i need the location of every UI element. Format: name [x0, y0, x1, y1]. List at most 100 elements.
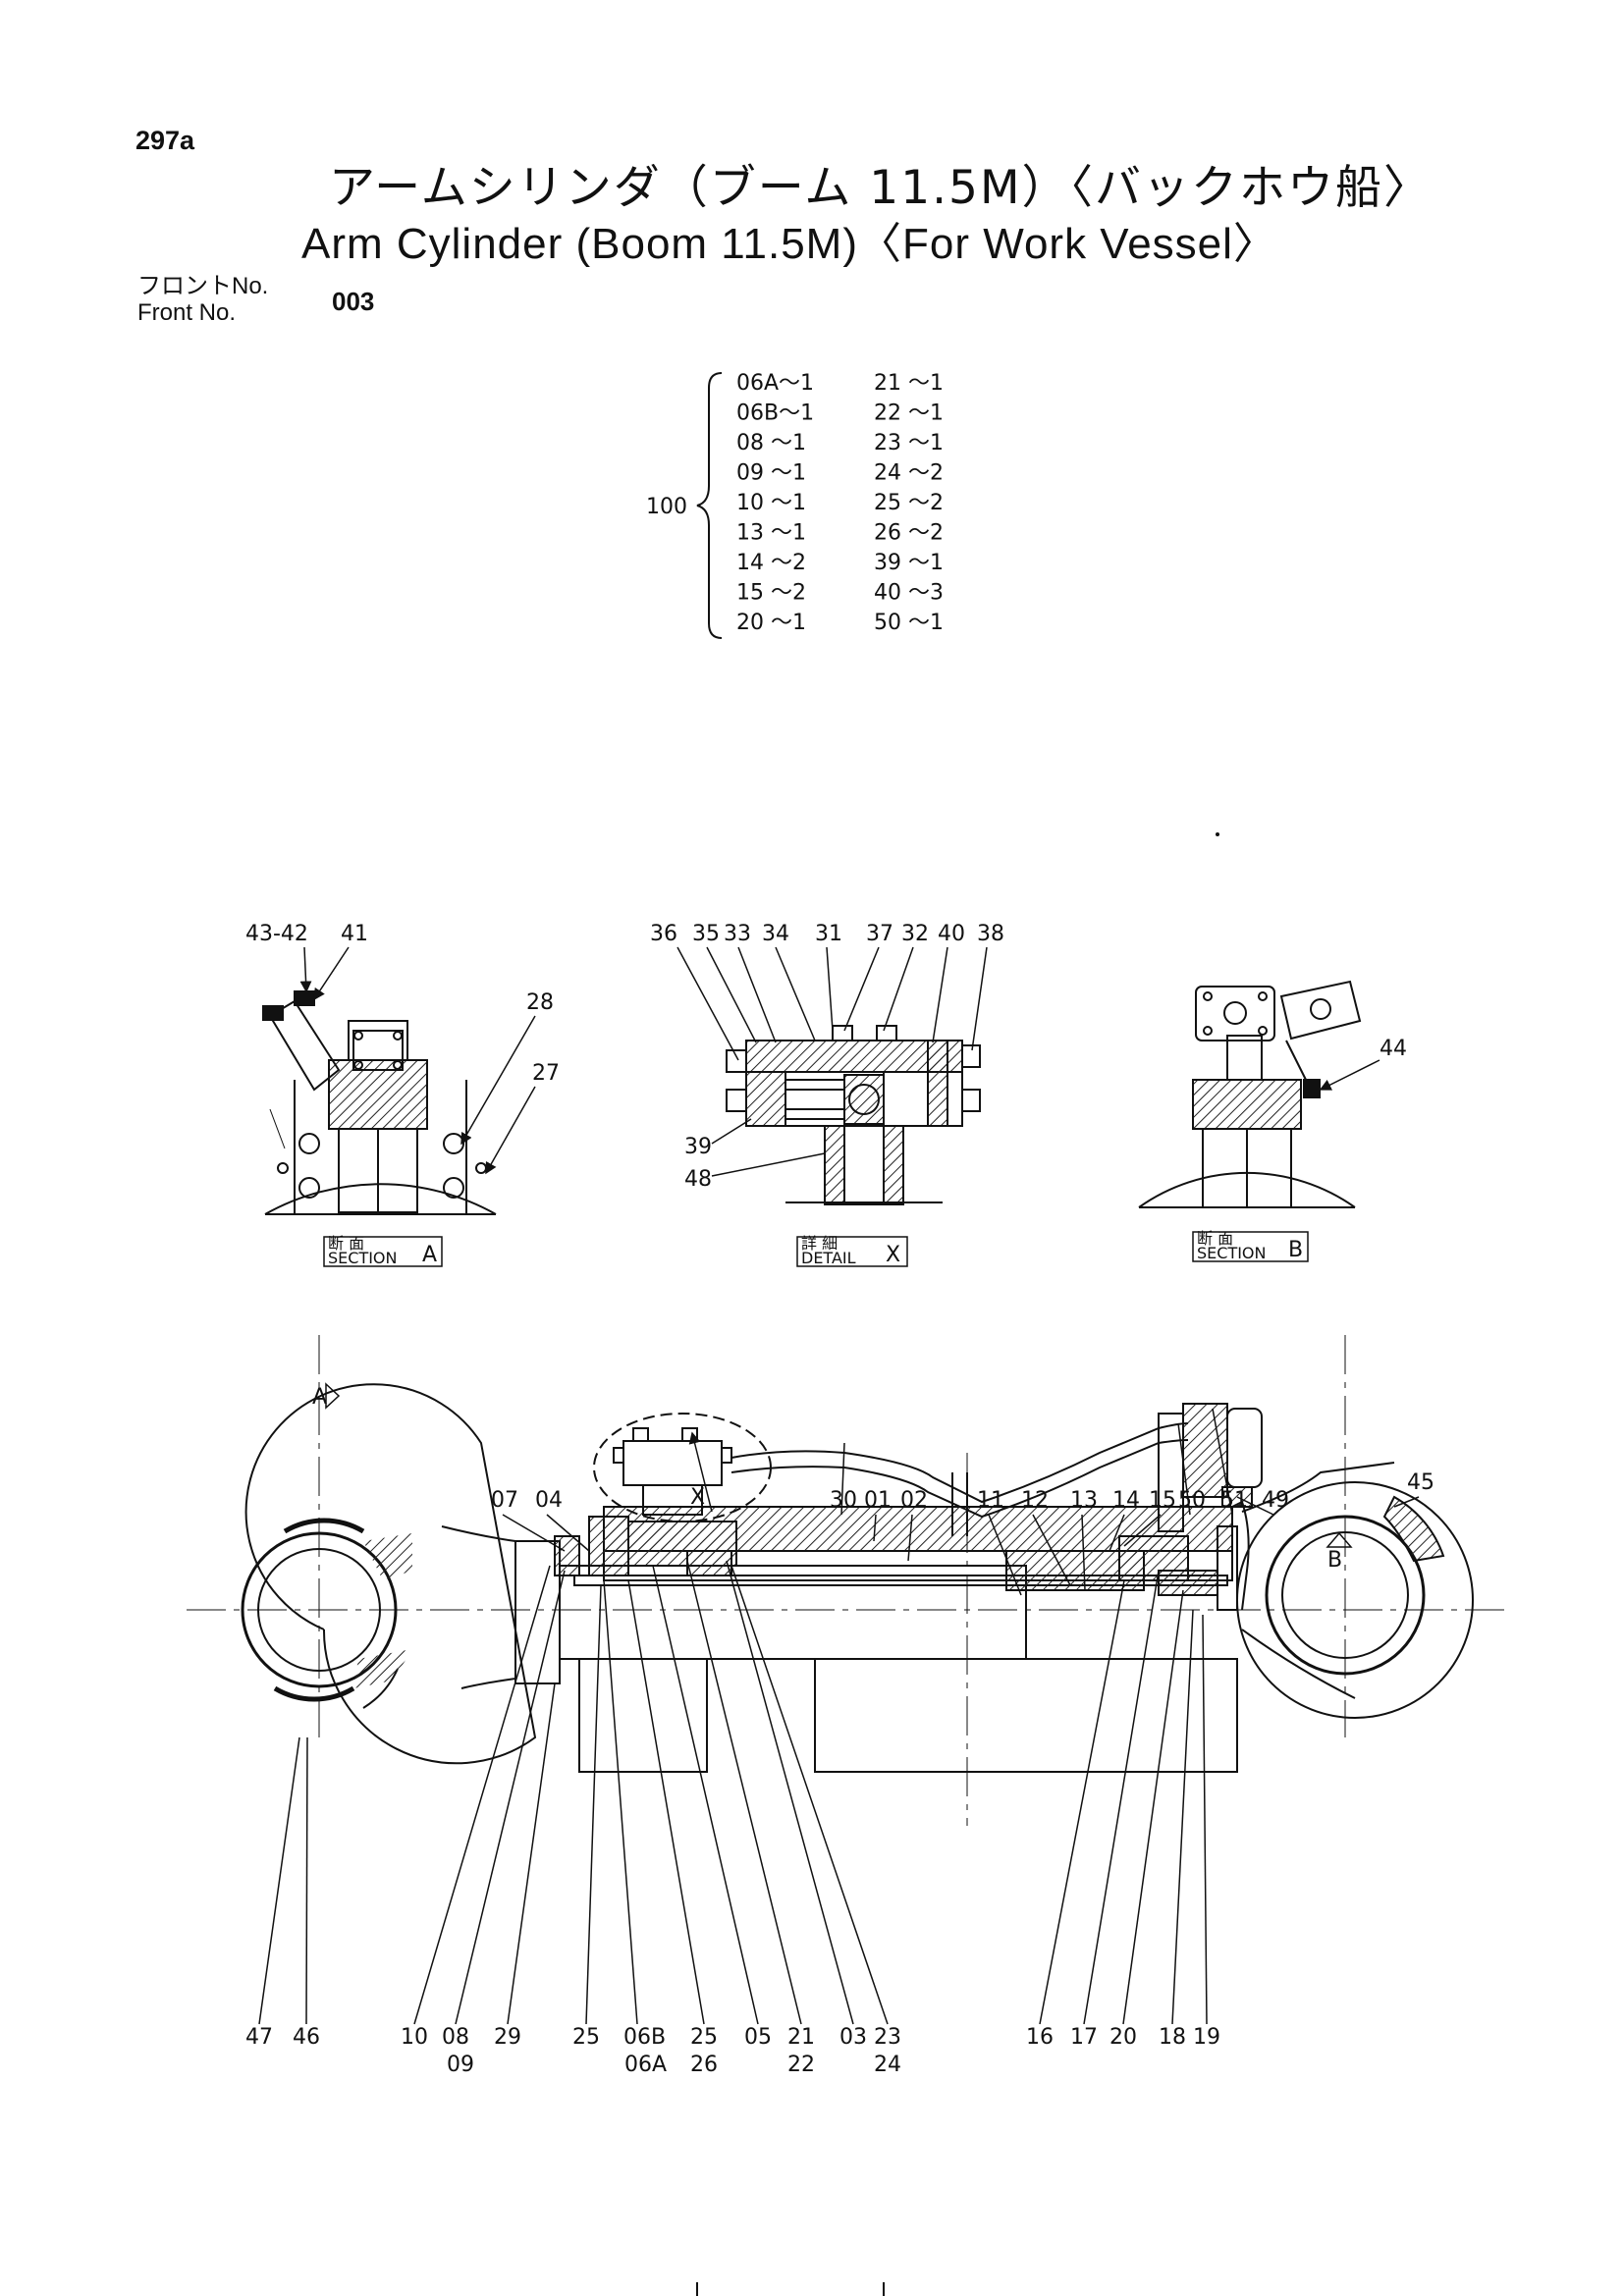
leader-line — [1039, 1579, 1125, 2025]
marker-b-label: B — [1327, 1548, 1342, 1573]
right-eye-outline — [1236, 1481, 1474, 1719]
front-label-en: Front No. — [137, 299, 237, 326]
leader-line — [546, 1514, 590, 1552]
callout-15: 15 — [1149, 1488, 1176, 1513]
callout-33: 33 — [724, 922, 751, 946]
callout-39: 39 — [684, 1135, 712, 1159]
detail-x-label-box: 詳 細 DETAIL X — [796, 1234, 908, 1267]
leader-line — [627, 1579, 705, 2025]
detail-x-view — [726, 1025, 981, 1205]
callout-17: 17 — [1070, 2025, 1098, 2050]
callout-25: 25 — [690, 2025, 718, 2050]
marker-a-label: A — [312, 1385, 327, 1410]
kit-brace — [696, 372, 723, 639]
section-a-callouts: 43-42 41 28 27 — [245, 922, 560, 1175]
callout-21: 21 — [787, 2025, 815, 2050]
callout-11: 11 — [977, 1488, 1004, 1513]
detail-x-tag: X — [886, 1243, 900, 1267]
kit-entry: 22 ～1 — [874, 401, 944, 426]
callout-18: 18 — [1159, 2025, 1186, 2050]
leader-line — [1122, 1589, 1184, 2025]
callout-22: 22 — [787, 2053, 815, 2077]
callout-05: 05 — [744, 2025, 772, 2050]
callout-20: 20 — [1109, 2025, 1137, 2050]
main-leader-lines — [258, 1408, 1420, 2025]
section-a-rod-end — [328, 1059, 428, 1130]
leader-line — [1236, 1496, 1274, 1516]
callout-35: 35 — [692, 922, 720, 946]
detail-x-en: DETAIL — [801, 1249, 856, 1267]
kit-entry: 21 ～1 — [874, 371, 944, 396]
callout-38: 38 — [977, 922, 1004, 946]
kit-entry: 26 ～2 — [874, 521, 944, 546]
section-b-tag: B — [1288, 1238, 1303, 1262]
title-japanese: アームシリンダ（ブーム 11.5M）〈バックホウ船〉 — [329, 161, 1432, 215]
leader-line — [907, 1514, 913, 1562]
callout-25: 25 — [572, 2025, 600, 2050]
leader-line — [873, 1514, 877, 1542]
callout-31: 31 — [815, 922, 842, 946]
leader-line — [1212, 1408, 1233, 1516]
left-rod-eye — [244, 1383, 537, 1765]
section-a-jp: 断 面 — [328, 1234, 364, 1253]
callout-28: 28 — [526, 990, 554, 1015]
callout-02: 02 — [900, 1488, 928, 1513]
callout-41: 41 — [341, 922, 368, 946]
callout-34: 34 — [762, 922, 789, 946]
kit-label: 100 — [646, 495, 687, 519]
leader-line — [585, 1584, 602, 2025]
kit-entry: 20 ～1 — [736, 611, 806, 635]
callout-06B: 06B — [623, 2025, 666, 2050]
leader-line — [1202, 1614, 1208, 2025]
section-b-jp: 断 面 — [1197, 1229, 1233, 1248]
leader-line — [1393, 1496, 1420, 1508]
callout-10: 10 — [401, 2025, 428, 2050]
section-b-en: SECTION — [1197, 1244, 1267, 1262]
leader-line — [502, 1514, 566, 1552]
kit-entry: 25 ～2 — [874, 491, 944, 515]
leader-line — [413, 1565, 551, 2025]
page-number: 297a — [135, 126, 195, 155]
leader-line — [652, 1565, 759, 2025]
callout-46: 46 — [293, 2025, 320, 2050]
kit-entry: 39 ～1 — [874, 551, 944, 575]
kit-entry: 06A～1 — [736, 371, 814, 396]
callout-49: 49 — [1262, 1488, 1289, 1513]
section-a-tag: A — [422, 1243, 437, 1267]
callout-14: 14 — [1112, 1488, 1140, 1513]
section-b-callouts: 44 — [1319, 1037, 1407, 1091]
kit-entry: 24 ～2 — [874, 461, 944, 486]
leader-line — [988, 1514, 1022, 1596]
leader-line — [730, 1565, 889, 2025]
front-number-label: フロントNo. Front No. — [137, 273, 268, 326]
callout-19: 19 — [1193, 2025, 1220, 2050]
callout-09: 09 — [447, 2053, 474, 2077]
callout-27: 27 — [532, 1061, 560, 1086]
speck — [1216, 832, 1219, 836]
callout-04: 04 — [535, 1488, 563, 1513]
detail-x-callouts: 36 35 33 34 31 37 32 40 38 39 48 — [650, 922, 1004, 1192]
front-label-jp: フロントNo. — [137, 273, 269, 299]
kit-entry: 14 ～2 — [736, 551, 806, 575]
section-b-label-box: 断 面 SECTION B — [1192, 1229, 1309, 1262]
leader-line — [1081, 1514, 1086, 1591]
callout-47: 47 — [245, 2025, 273, 2050]
callout-06A: 06A — [624, 2053, 667, 2077]
callout-50: 50 — [1178, 1488, 1206, 1513]
kit-entry: 06B～1 — [736, 401, 814, 426]
leader-line — [305, 1736, 308, 2025]
kit-entry: 23 ～1 — [874, 431, 944, 455]
leader-line — [1109, 1514, 1125, 1552]
callout-01: 01 — [864, 1488, 892, 1513]
leader-line — [1171, 1609, 1194, 2025]
leader-line — [507, 1682, 556, 2025]
leader-line — [1032, 1514, 1071, 1586]
kit-entry: 15 ～2 — [736, 581, 806, 606]
leader-line — [258, 1736, 300, 2025]
callout-08: 08 — [442, 2025, 469, 2050]
kit-entry: 13 ～1 — [736, 521, 806, 546]
